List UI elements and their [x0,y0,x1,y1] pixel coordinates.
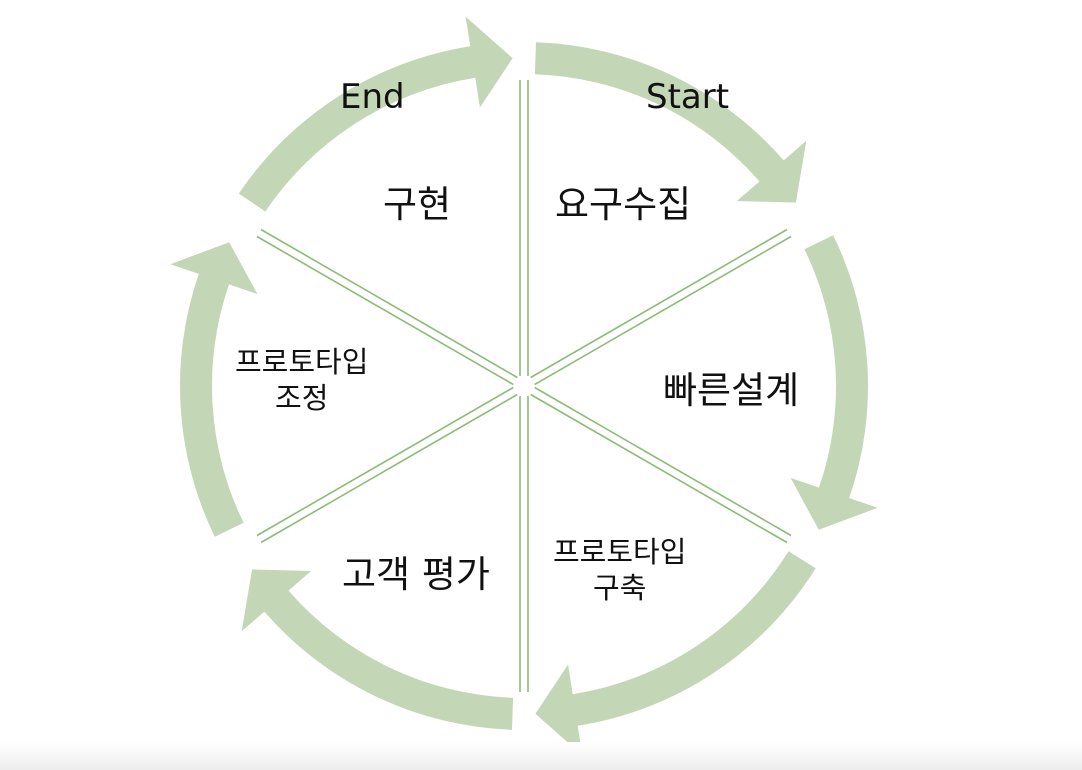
step-label-line: 구축 [593,571,647,606]
step-label-requirements: 요구수집 [555,183,692,226]
step-label-build-prototype: 프로토타입 구축 [553,534,686,607]
step-label-line: 프로토타입 [553,535,687,569]
start-label: Start [646,77,730,117]
start-arrow [534,42,807,203]
bottom-edge-shadow [0,742,1082,770]
step-label-implementation: 구현 [383,183,452,226]
design-arrow [790,235,878,530]
end-label: End [340,77,405,117]
divider-spoke [530,386,792,544]
step-label-adjust-prototype: 프로토타입 조정 [235,344,368,417]
step-label-quick-design: 빠른설계 [663,369,800,412]
divider-spoke [519,80,529,376]
adjust-arrow [170,242,258,537]
step-label-customer-eval: 고객 평가 [342,553,490,596]
step-label-line: 조정 [275,381,329,416]
step-label-line: 프로토타입 [235,345,369,379]
divider-spoke [519,396,529,692]
build-arrow [535,551,816,756]
divider-spoke [256,386,518,544]
end-arrow [238,16,513,212]
divider-spoke [256,228,518,386]
eval-arrow [241,569,514,730]
divider-spoke [530,228,792,386]
